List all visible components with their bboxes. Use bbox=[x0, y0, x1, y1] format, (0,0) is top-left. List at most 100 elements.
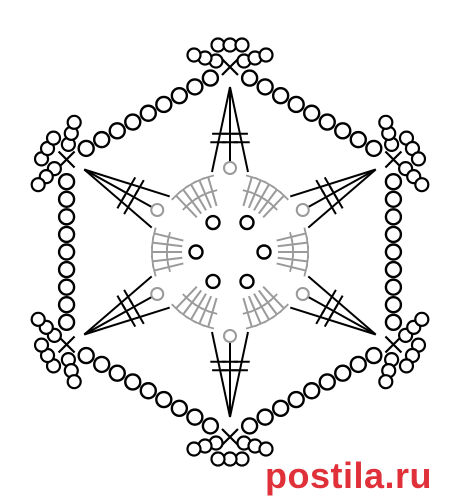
treble-tick bbox=[116, 295, 127, 310]
treble-stitch bbox=[83, 306, 171, 336]
center-chain-stitch bbox=[188, 244, 204, 260]
chain-stitch bbox=[349, 355, 367, 374]
picot-stitch bbox=[45, 130, 62, 146]
treble-tick bbox=[134, 179, 145, 195]
chain-stitch bbox=[334, 364, 352, 382]
chain-stitch bbox=[139, 382, 157, 400]
inner-tick bbox=[166, 231, 171, 243]
treble-stitch bbox=[307, 168, 377, 229]
chain-stitch bbox=[287, 95, 305, 114]
picot-stitch bbox=[210, 451, 226, 467]
inner-tick bbox=[269, 202, 278, 211]
inner-chain-stitch bbox=[223, 329, 237, 343]
single-crochet-mark bbox=[221, 428, 239, 446]
picot-stitch bbox=[33, 337, 50, 353]
picot-stitch bbox=[258, 47, 274, 63]
watermark-text: postila.ru bbox=[264, 455, 432, 496]
picot-stitch bbox=[186, 47, 202, 63]
picot-stitch bbox=[378, 374, 394, 390]
treble-tick bbox=[315, 309, 326, 325]
treble-stitch-arms bbox=[83, 86, 377, 418]
chain-stitch bbox=[318, 373, 336, 391]
inner-rounds bbox=[150, 161, 310, 343]
treble-stitch bbox=[298, 291, 377, 336]
inner-chain-stitch bbox=[295, 287, 310, 301]
inner-top-bar bbox=[303, 264, 309, 277]
chain-stitch bbox=[108, 364, 126, 382]
chain-stitch bbox=[57, 243, 76, 261]
chain-stitch bbox=[93, 130, 111, 149]
center-chain-stitch bbox=[239, 214, 255, 231]
chain-stitch bbox=[256, 78, 274, 96]
center-chain-stitch bbox=[205, 273, 221, 290]
picot-stitch bbox=[378, 114, 394, 130]
picot-stitch bbox=[398, 358, 415, 374]
chain-stitch bbox=[240, 69, 259, 87]
treble-stitch bbox=[83, 168, 171, 198]
treble-stitch bbox=[83, 168, 162, 213]
chain-stitch bbox=[77, 346, 95, 365]
treble-stitch bbox=[289, 168, 377, 198]
chain-stitch bbox=[303, 382, 321, 400]
chain-stitch bbox=[365, 139, 383, 158]
inner-chain-stitch bbox=[150, 287, 165, 301]
treble-stitch bbox=[289, 306, 377, 336]
chain-stitch bbox=[57, 208, 76, 226]
chain-stitch bbox=[349, 130, 367, 149]
treble-tick bbox=[126, 176, 137, 192]
chain-stitch bbox=[201, 69, 220, 87]
center-ring bbox=[188, 214, 272, 290]
chain-stitch bbox=[186, 78, 204, 96]
chain-stitch bbox=[201, 417, 220, 435]
treble-tick bbox=[327, 199, 337, 215]
picot-stitch bbox=[414, 177, 430, 193]
chain-stitch bbox=[384, 225, 403, 244]
picot-stitch bbox=[234, 37, 250, 53]
picot-stitch bbox=[258, 441, 274, 457]
center-chain-stitch bbox=[239, 273, 255, 290]
picot-stitch bbox=[66, 114, 82, 130]
chain-stitch bbox=[93, 355, 111, 374]
chain-stitch bbox=[170, 86, 189, 105]
chain-stitch bbox=[57, 313, 76, 331]
picot-stitch bbox=[30, 311, 46, 327]
inner-top-bar bbox=[151, 227, 157, 240]
single-crochet-mark bbox=[384, 335, 403, 354]
chain-stitch bbox=[384, 208, 403, 226]
chain-stitch bbox=[384, 313, 403, 331]
chain-stitch bbox=[384, 296, 403, 314]
center-chain-stitch bbox=[256, 244, 272, 260]
treble-stitch bbox=[83, 291, 162, 336]
inner-top-bar bbox=[245, 324, 258, 330]
chain-stitch bbox=[384, 260, 403, 279]
treble-stitch bbox=[229, 331, 249, 418]
chain-stitch bbox=[271, 86, 290, 105]
chain-stitch bbox=[186, 408, 204, 426]
chain-stitch bbox=[57, 225, 76, 244]
treble-tick bbox=[123, 289, 133, 305]
inner-chain-stitch bbox=[295, 203, 310, 217]
treble-stitch bbox=[307, 275, 377, 336]
chain-stitch bbox=[271, 399, 290, 418]
picot-clusters bbox=[30, 37, 430, 467]
chain-stitch bbox=[57, 172, 76, 191]
chain-stitch bbox=[139, 104, 157, 122]
chain-stitch bbox=[108, 122, 126, 140]
chain-stitch bbox=[240, 417, 259, 435]
treble-stitch bbox=[229, 86, 249, 173]
picot-stitch bbox=[30, 177, 46, 193]
chain-stitch bbox=[334, 122, 352, 140]
treble-stitch bbox=[83, 275, 153, 336]
chain-stitch bbox=[57, 190, 76, 208]
chain-stitch bbox=[57, 296, 76, 314]
chain-stitch bbox=[384, 190, 403, 208]
inner-tick bbox=[207, 189, 218, 194]
single-crochet-mark bbox=[57, 150, 76, 169]
picot-stitch bbox=[410, 151, 427, 167]
chain-stitch bbox=[155, 95, 173, 114]
outer-chain-ring bbox=[57, 69, 403, 435]
chain-stitch bbox=[170, 399, 189, 418]
chain-stitch bbox=[384, 172, 403, 191]
chain-stitch bbox=[77, 139, 95, 158]
